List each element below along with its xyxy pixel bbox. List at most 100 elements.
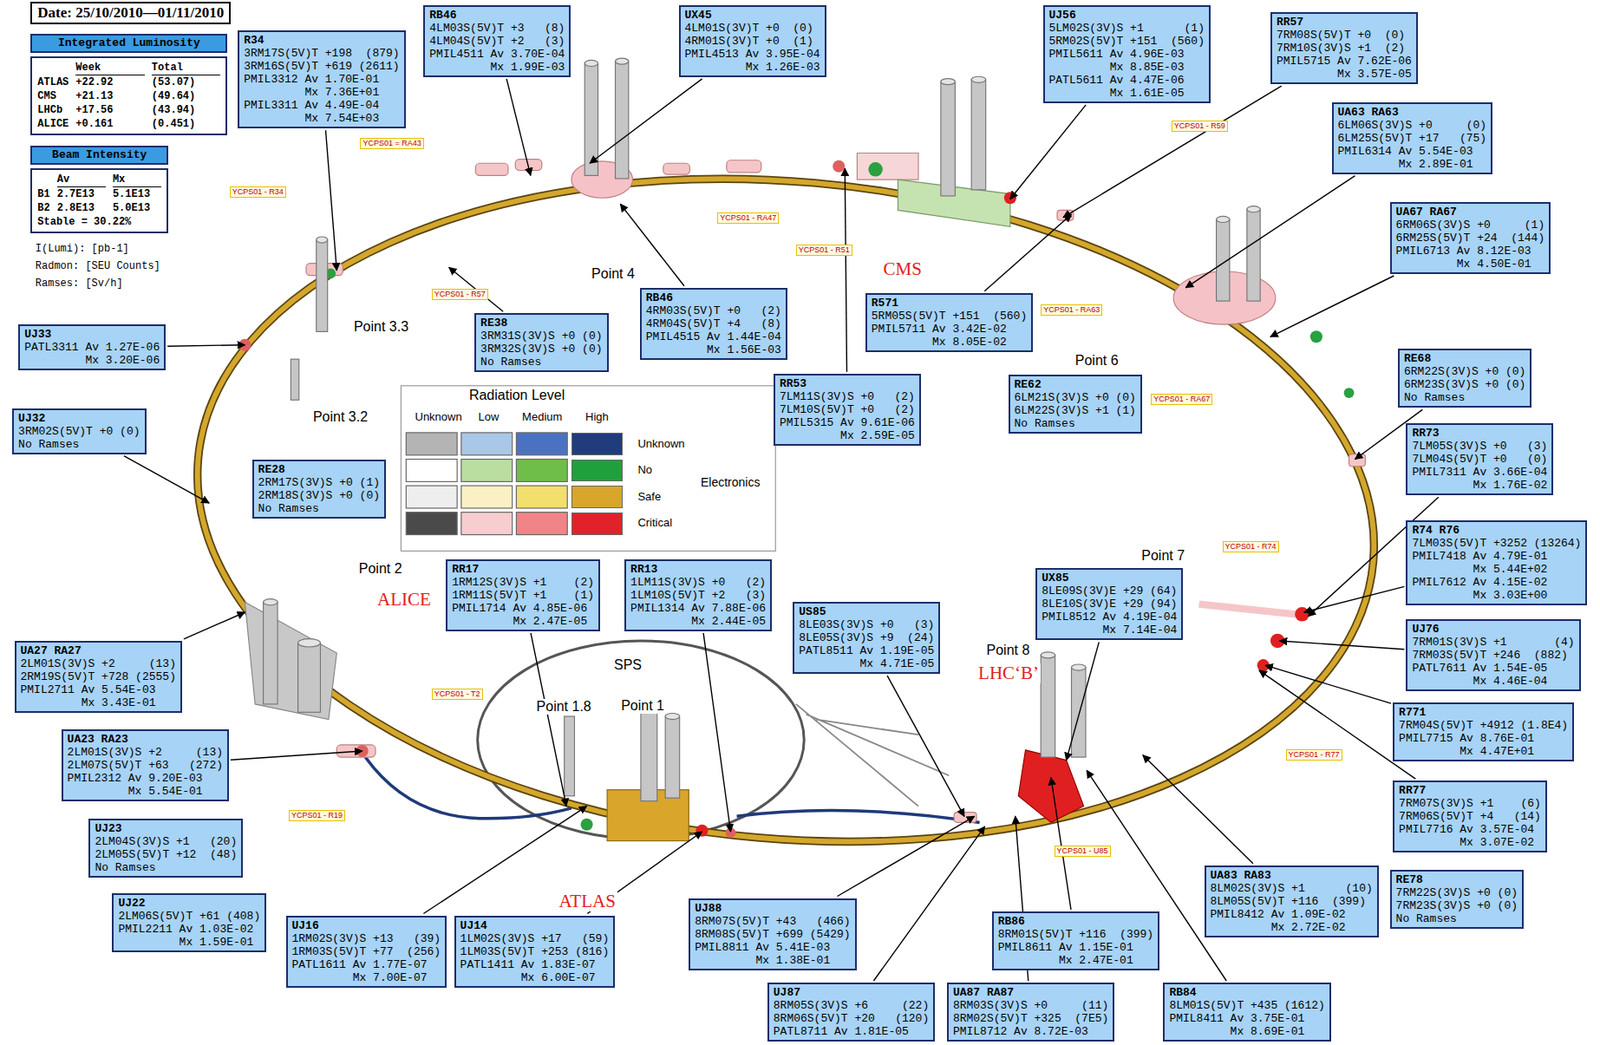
sensor-box: RR737LM05S(3V)S +0 (3)7LM04S(5V)T +0 (0)… — [1405, 423, 1554, 496]
reading-line: PMIL8411 Av 3.75E-01 — [1168, 1012, 1325, 1026]
box-heading: RB46 — [646, 291, 782, 305]
reading-line: Mx 6.00E-07 — [460, 971, 610, 985]
reading-line: Mx 7.00E-07 — [292, 971, 442, 985]
legend-text: Unknown — [637, 437, 685, 451]
reading-line: Mx 7.54E+03 — [243, 111, 399, 125]
reading-line: 4LM01S(3V)T +0 (0) — [685, 21, 821, 35]
lhcb-cavern — [1018, 750, 1084, 823]
leader-line — [326, 130, 338, 271]
legend-swatch — [405, 458, 458, 482]
reading-line: 8RM08S(5V)T +699 (5429) — [694, 927, 850, 941]
leader-line — [230, 751, 363, 760]
box-heading: UJ88 — [694, 901, 850, 915]
reading-line: 4RM01S(3V)T +0 (1) — [685, 34, 821, 48]
cavern — [244, 601, 337, 719]
reading-line: PMIL7715 Av 8.76E-01 — [1398, 731, 1568, 745]
tunnel-segment — [1349, 454, 1366, 467]
reading-line: 3RM32S(3V)S +0 (0) — [480, 342, 602, 356]
shaft-top — [665, 712, 680, 719]
experiment-name: ATLAS — [557, 891, 618, 912]
leader-line — [1010, 104, 1086, 200]
box-heading: RE62 — [1014, 378, 1137, 392]
reading-line: 8LE03S(3V)S +0 (3) — [798, 618, 934, 632]
reading-line: PATL5611 Av 4.47E-06 — [1049, 73, 1205, 87]
monitor-tag: YCPS01 - U85 — [1054, 845, 1111, 857]
zone-spot — [1344, 387, 1355, 399]
shaft-top — [584, 59, 598, 66]
reading-line: 7LM11S(3V)S +0 (2) — [779, 390, 915, 404]
shaft-body — [316, 240, 328, 333]
legend-title: Radiation Level — [467, 387, 567, 404]
point-label: Point 3.3 — [352, 319, 411, 335]
monitor-tag: YCPS01 - R77 — [1286, 749, 1343, 761]
shaft-top — [1216, 215, 1230, 223]
box-heading: R74 R76 — [1411, 523, 1581, 537]
box-heading: UA83 RA83 — [1210, 868, 1373, 882]
reading-line: PMIL4511 Av 3.70E-04 — [429, 47, 565, 61]
leader-line — [506, 78, 531, 176]
reading-line: 1LM11S(3V)S +0 (2) — [630, 575, 766, 589]
shaft-body — [263, 601, 278, 705]
box-heading: UJ14 — [460, 919, 610, 933]
reading-line: PMIL4513 Av 3.95E-04 — [685, 47, 821, 61]
box-heading: UX45 — [685, 8, 821, 22]
date-title: Date: 25/10/2010—01/11/2010 — [30, 1, 231, 25]
reading-line: No Ramses — [18, 437, 140, 451]
reading-line: Mx 3.20E-06 — [24, 353, 160, 367]
reading-line: PATL8511 Av 1.19E-05 — [798, 644, 934, 658]
sensor-box: UJ141LM02S(3V)S +17 (59)1LM03S(5V)T +253… — [454, 915, 616, 988]
reading-line: Mx 3.43E-01 — [20, 696, 177, 710]
tunnel-segment — [726, 160, 762, 173]
reading-line: 2LM01S(3V)S +2 (13) — [67, 745, 223, 759]
leader-line — [1185, 176, 1355, 288]
box-heading: US85 — [798, 605, 934, 619]
reading-line: PMIL3312 Av 1.70E-01 — [243, 72, 399, 86]
reading-line: PATL8711 Av 1.81E-05 — [773, 1025, 929, 1039]
monitor-tag: YCPS01 - R59 — [1171, 120, 1228, 132]
unit-note: Radmon: [SEU Counts] — [33, 260, 163, 273]
reading-line: PMIL5711 Av 3.42E-02 — [871, 322, 1027, 336]
reading-line: 7RM04S(5V)T +4912 (1.8E4) — [1398, 718, 1568, 732]
reading-line: PMIL7311 Av 3.66E-04 — [1411, 465, 1548, 479]
reading-line: No Ramses — [94, 861, 237, 875]
zone-spot — [1310, 330, 1323, 343]
sensor-box: UJ222LM06S(5V)T +61 (408)PMIL2211 Av 1.0… — [111, 893, 267, 953]
box-heading: RR73 — [1411, 426, 1548, 440]
table-cell: 2.8E13 — [57, 201, 106, 216]
leader-line — [1142, 755, 1254, 864]
box-heading: UJ56 — [1049, 8, 1205, 22]
reading-line: Mx 2.44E-05 — [630, 614, 766, 628]
legend-swatch — [461, 458, 513, 482]
reading-line: 2RM19S(5V)T +728 (2555) — [20, 670, 177, 684]
leader-line — [589, 78, 703, 164]
box-heading: UA27 RA27 — [20, 644, 177, 658]
table-cell: (53.07) — [151, 75, 222, 90]
experiment-name: ALICE — [375, 589, 433, 610]
reading-line: 6RM23S(3V)S +0 (0) — [1404, 378, 1526, 392]
table-cell: +0.161 — [75, 117, 145, 131]
reading-line: Mx 1.56E-03 — [646, 343, 782, 357]
legend-swatch — [571, 512, 623, 536]
shaft-top — [1247, 206, 1261, 213]
table-cell: (49.64) — [151, 89, 222, 104]
reading-line: 1LM02S(3V)S +17 (59) — [460, 932, 610, 946]
table-cell: Av — [57, 172, 106, 188]
box-heading: RB46 — [429, 8, 565, 22]
panel-heading: Integrated Luminosity — [30, 33, 228, 53]
leader-line — [984, 214, 1072, 292]
shaft-body — [971, 79, 986, 190]
reading-line: Mx 1.59E-01 — [117, 935, 261, 949]
reading-line: Mx 7.14E-04 — [1041, 623, 1177, 637]
reading-line: 6RM06S(3V)S +0 (1) — [1396, 218, 1546, 232]
reading-line: 7RM07S(3V)S +1 (6) — [1398, 796, 1542, 810]
sensor-box: RB868RM01S(5V)T +116 (399)PMIL8611 Av 1.… — [992, 911, 1160, 971]
lhc-ring-edge — [169, 131, 1402, 889]
reading-line: Mx 4.71E-05 — [798, 657, 934, 671]
reading-line: No Ramses — [1404, 391, 1526, 405]
monitor-tag: YCPS01 - R57 — [431, 288, 489, 301]
reading-line: Mx 1.99E-03 — [429, 60, 565, 74]
sensor-box: UX858LE09S(3V)E +29 (64)8LE10S(3V)E +29 … — [1035, 568, 1183, 640]
reading-line: 7RM01S(3V)S +1 (4) — [1411, 635, 1574, 649]
box-heading: R771 — [1398, 705, 1568, 719]
reading-line: 6RM25S(5V)T +24 (144) — [1396, 231, 1546, 245]
